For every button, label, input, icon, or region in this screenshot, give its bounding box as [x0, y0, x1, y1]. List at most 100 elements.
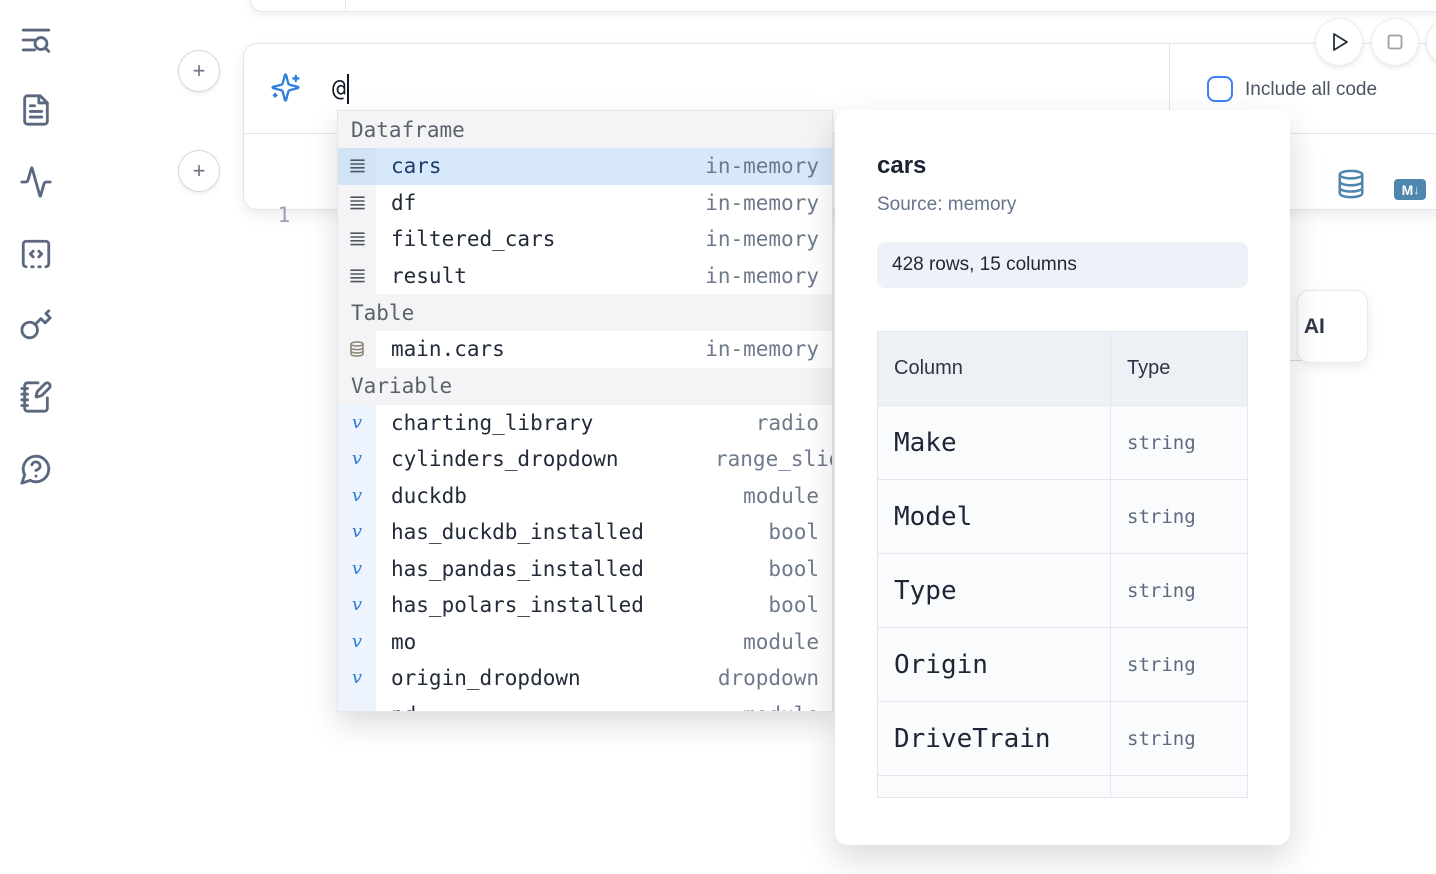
column-name: Type — [894, 575, 957, 606]
item-kind-gutter: v — [338, 477, 376, 514]
extra-cell-button[interactable] — [1427, 19, 1436, 65]
variable-v-icon: v — [352, 705, 362, 711]
autocomplete-item[interactable]: v cylinders_dropdown range_slider — [338, 441, 832, 478]
item-name: cylinders_dropdown — [391, 447, 619, 472]
code-square-icon[interactable] — [19, 237, 53, 271]
markdown-convert-icon[interactable]: M↓ — [1394, 179, 1426, 200]
notebook-pen-icon[interactable] — [19, 380, 53, 414]
column-name: Make — [894, 427, 957, 458]
autocomplete-item[interactable]: v pd module — [338, 696, 832, 711]
item-type: dropdown — [717, 666, 819, 691]
variable-v-icon: v — [351, 411, 363, 433]
column-row — [878, 775, 1247, 797]
stop-square-icon — [1387, 34, 1403, 50]
item-name: mo — [391, 629, 417, 654]
item-kind-gutter: v — [338, 550, 376, 587]
column-row: DriveTrain string — [878, 701, 1247, 775]
add-cell-below-button[interactable]: + — [178, 150, 220, 192]
section-items: v charting_library radio — [338, 404, 832, 711]
section-header: Dataframe — [338, 111, 832, 148]
autocomplete-item[interactable]: v has_pandas_installed bool — [338, 550, 832, 587]
column-type: string — [1127, 431, 1196, 454]
include-all-code-checkbox[interactable] — [1207, 76, 1233, 102]
item-name: has_polars_installed — [391, 593, 644, 618]
autocomplete-item[interactable]: v cars in-memory — [338, 148, 832, 185]
autocomplete-item[interactable]: v has_polars_installed bool — [338, 587, 832, 624]
run-cell-button[interactable] — [1316, 19, 1362, 65]
autocomplete-item[interactable]: v main.cars in-memory — [338, 331, 832, 368]
ai-card-label: l AI — [1298, 314, 1325, 338]
column-type: string — [1127, 505, 1196, 528]
autocomplete-item[interactable]: v filtered_cars in-memory — [338, 221, 832, 258]
type-header: Type — [1127, 357, 1171, 379]
item-name: pd — [376, 703, 416, 711]
item-type: in-memory — [705, 154, 819, 179]
item-kind-gutter: v — [338, 623, 376, 660]
variable-v-icon: v — [351, 448, 363, 470]
variable-v-icon: v — [351, 630, 363, 652]
column-type: string — [1127, 653, 1196, 676]
item-type: module — [743, 483, 819, 508]
autocomplete-section: Table — [338, 294, 832, 368]
item-type: bool — [768, 520, 819, 545]
item-kind-gutter: v — [338, 148, 376, 185]
dataset-shape-badge: 428 rows, 15 columns — [877, 242, 1248, 288]
section-header: Variable — [338, 367, 832, 405]
stop-cell-button[interactable] — [1372, 19, 1418, 65]
database-icon[interactable] — [1336, 169, 1366, 199]
file-document-icon[interactable] — [19, 93, 53, 127]
item-name: charting_library — [391, 410, 594, 435]
key-icon[interactable] — [19, 308, 53, 342]
column-row: Model string — [878, 479, 1247, 553]
item-kind-gutter: v — [338, 221, 376, 258]
md-letter: M — [1401, 181, 1414, 198]
item-kind-gutter: v — [338, 441, 376, 478]
columns-table: Column Type Make string Model string Typ… — [877, 331, 1248, 798]
ai-prompt-input[interactable]: @ — [332, 72, 349, 106]
section-items: v cars in-memory — [338, 148, 832, 294]
item-name: main.cars — [391, 337, 505, 362]
autocomplete-item[interactable]: v df in-memory — [338, 184, 832, 221]
item-type: bool — [768, 593, 819, 618]
autocomplete-item[interactable]: v duckdb module — [338, 477, 832, 514]
columns-table-header: Column Type — [878, 332, 1247, 405]
item-kind-gutter: v — [338, 331, 376, 368]
item-name: cars — [391, 154, 442, 179]
table-database-icon — [350, 341, 364, 357]
column-row: Type string — [878, 553, 1247, 627]
columns-table-body: Make string Model string Type string Ori… — [878, 405, 1247, 797]
dataframe-rows-icon — [349, 232, 365, 246]
variable-v-icon: v — [351, 484, 363, 506]
item-kind-gutter: v — [338, 184, 376, 221]
text-cursor — [346, 74, 349, 104]
autocomplete-item[interactable]: v result in-memory — [338, 257, 832, 294]
list-search-icon[interactable] — [19, 23, 53, 57]
item-name: has_pandas_installed — [391, 556, 644, 581]
dataframe-rows-icon — [349, 159, 365, 173]
item-type: module — [743, 703, 819, 711]
item-kind-gutter: v — [338, 514, 376, 551]
column-header: Column — [878, 332, 1111, 405]
column-type: string — [1127, 579, 1196, 602]
item-type: in-memory — [705, 337, 819, 362]
item-type: radio — [755, 410, 819, 435]
item-kind-gutter: v — [338, 587, 376, 624]
ai-card-button[interactable]: l AI — [1297, 290, 1368, 363]
variable-v-icon: v — [351, 521, 363, 543]
autocomplete-item[interactable]: v mo module — [338, 623, 832, 660]
autocomplete-item[interactable]: v origin_dropdown dropdown — [338, 660, 832, 697]
column-row: Origin string — [878, 627, 1247, 701]
item-type: in-memory — [705, 263, 819, 288]
item-name: duckdb — [391, 483, 467, 508]
add-cell-above-button[interactable]: + — [178, 50, 220, 92]
autocomplete-section: Variable — [338, 367, 832, 711]
help-chat-icon[interactable] — [19, 452, 53, 486]
autocomplete-item[interactable]: v charting_library radio — [338, 404, 832, 441]
item-type: bool — [768, 556, 819, 581]
activity-icon[interactable] — [19, 165, 53, 199]
item-type: range_slider — [715, 447, 832, 472]
dataset-preview-panel: cars Source: memory 428 rows, 15 columns… — [835, 110, 1290, 845]
section-items: v main.cars in-memory — [338, 331, 832, 368]
autocomplete-item[interactable]: v has_duckdb_installed bool — [338, 514, 832, 551]
